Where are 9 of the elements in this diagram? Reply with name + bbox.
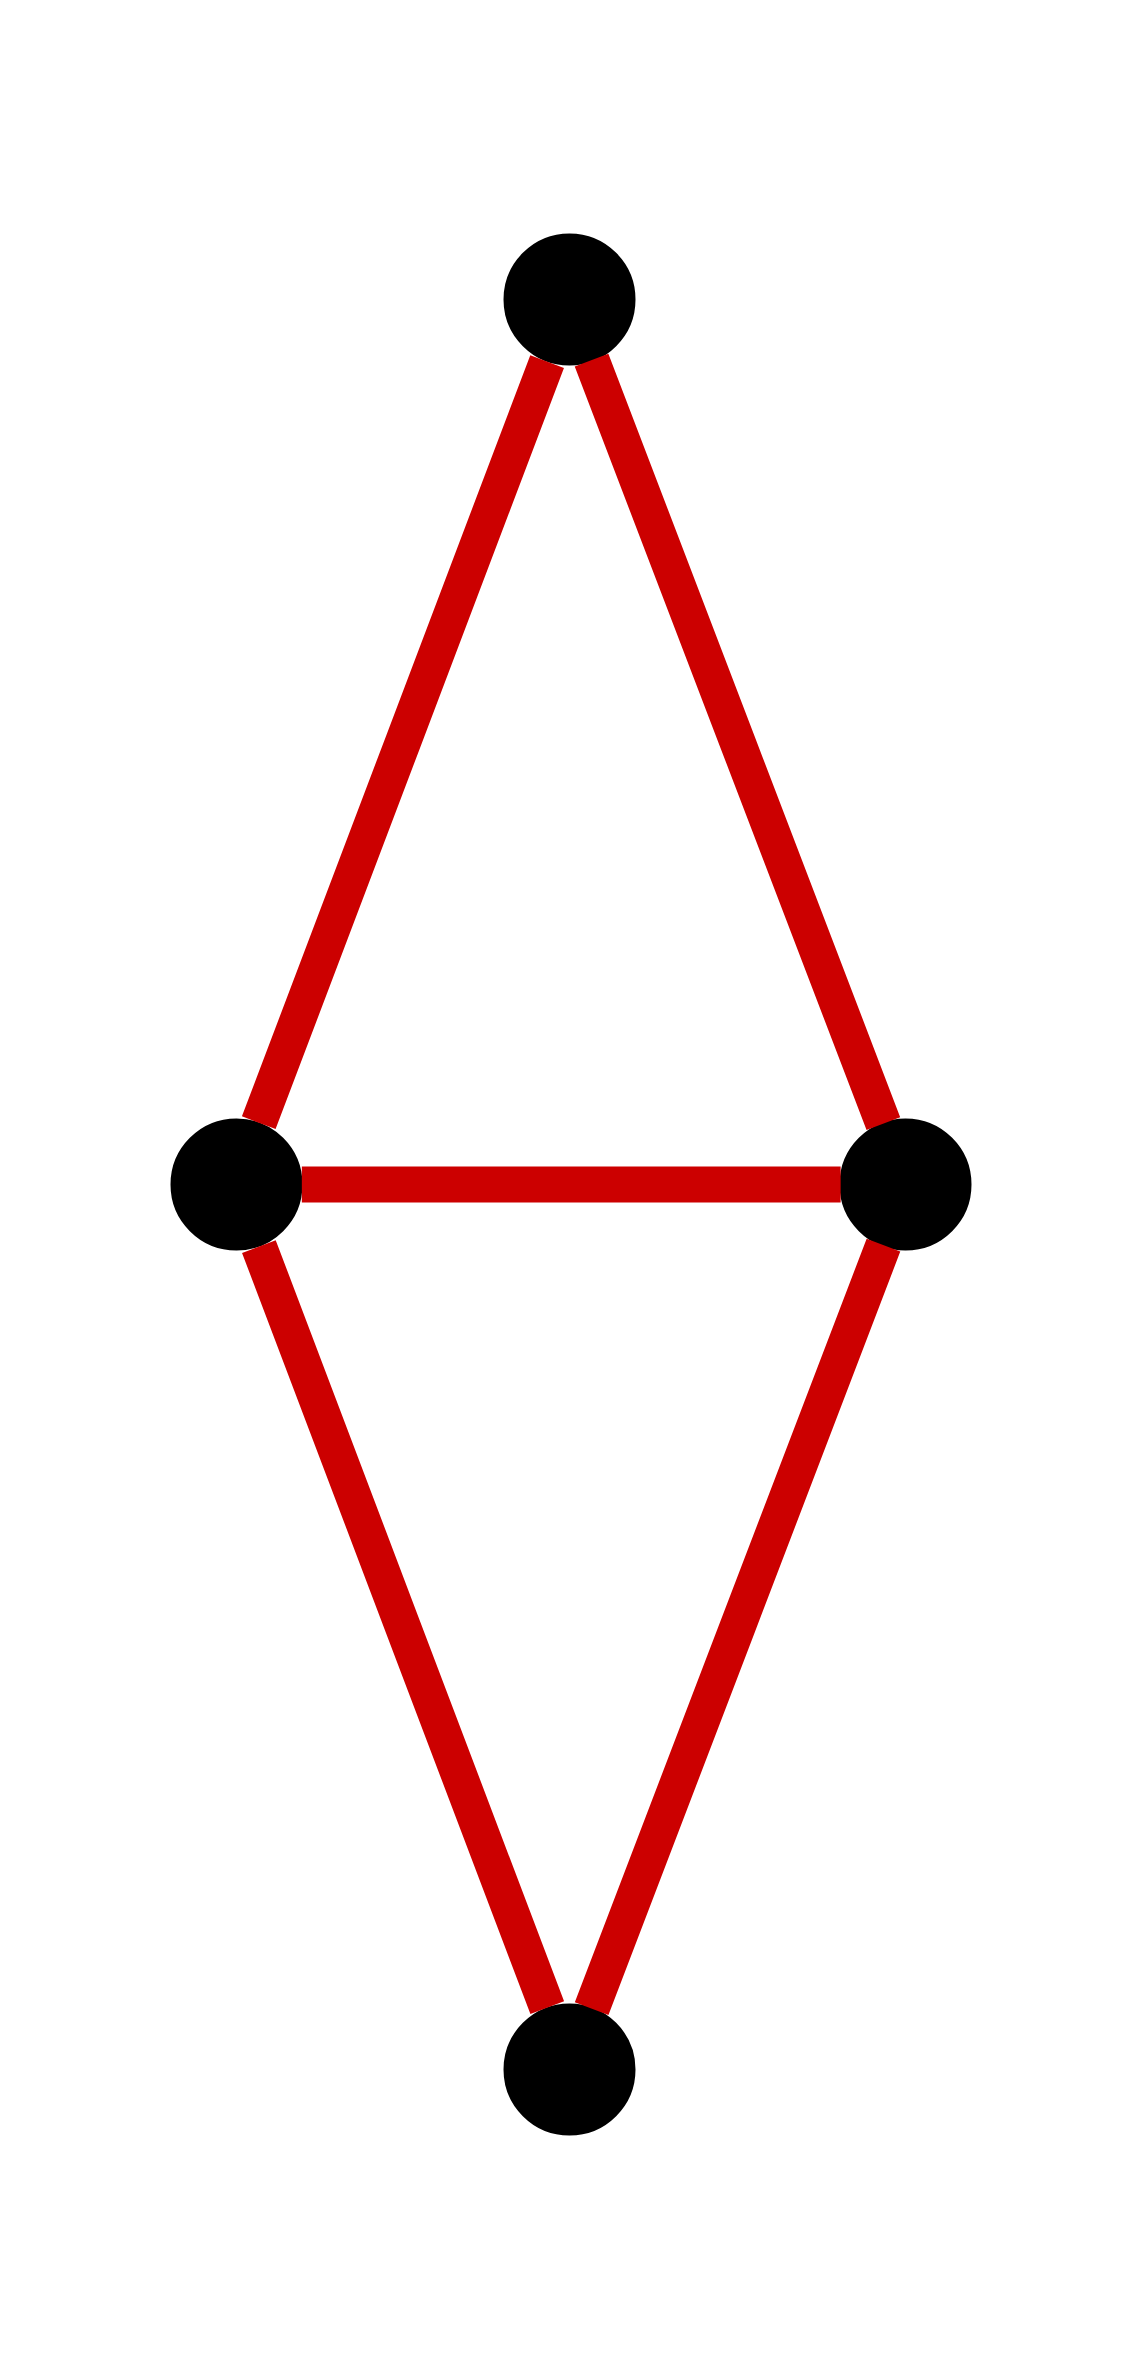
connector	[242, 1240, 565, 2015]
connector	[574, 353, 901, 1131]
connector	[301, 1166, 841, 1203]
node-circle	[503, 233, 636, 366]
connector	[241, 355, 564, 1130]
node-circle	[839, 1118, 972, 1251]
node-circle	[503, 2003, 636, 2136]
connector	[574, 1238, 901, 2016]
node-circle	[170, 1118, 303, 1251]
